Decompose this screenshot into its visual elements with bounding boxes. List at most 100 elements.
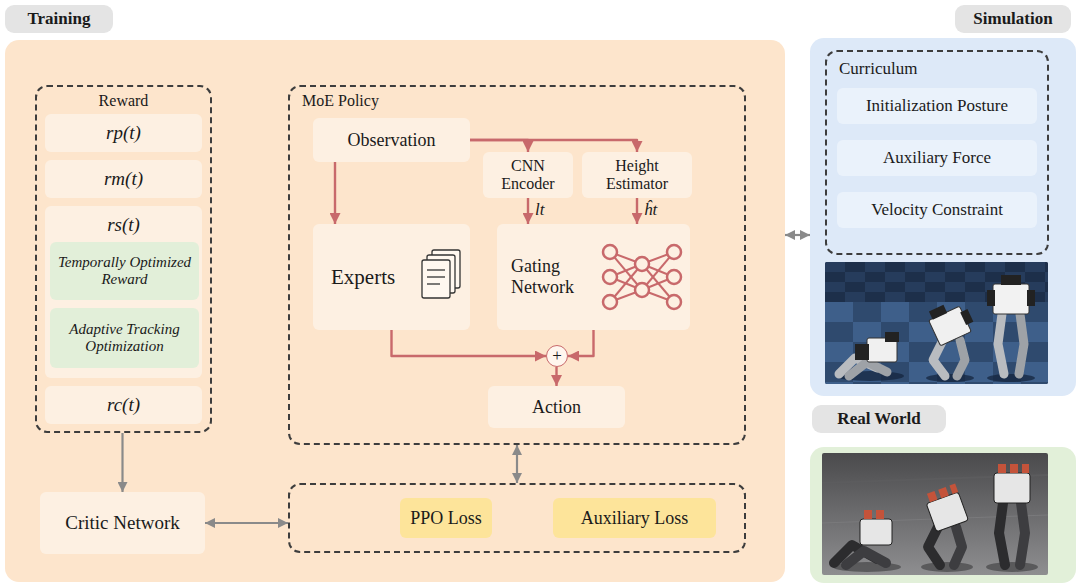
reward-term: rm(t) (45, 160, 202, 198)
simulation-render (929, 306, 972, 346)
real-robot-photo (876, 510, 884, 519)
group-title: Training (5, 5, 113, 33)
simulation-render (825, 262, 1048, 302)
connector-arrow (121, 433, 123, 492)
network-icon (667, 270, 681, 284)
simulation-render (933, 340, 945, 376)
network-icon (603, 245, 681, 309)
output-box: Action (488, 386, 625, 428)
network-icon (610, 290, 642, 302)
simulation-render (839, 358, 877, 374)
connector-arrow (392, 330, 547, 356)
real-robot-photo (860, 519, 892, 545)
reward-term: rc(t) (45, 386, 202, 424)
network-icon (610, 264, 642, 277)
simulation-render (998, 314, 1004, 374)
sum-node: + (546, 345, 568, 367)
real-world-panel: Real World (810, 447, 1076, 583)
real-robot-photo (822, 515, 1048, 523)
loss-box: Auxiliary Loss (553, 498, 716, 538)
connector-arrow (785, 234, 810, 236)
experts-icon (422, 250, 460, 298)
real-robot-photo (822, 453, 1048, 575)
simulation-render (960, 309, 973, 325)
real-robot-photo (994, 473, 1030, 503)
experts-icon (422, 260, 450, 298)
node-text: Observation (348, 130, 436, 151)
simulation-render (825, 262, 1048, 384)
real-robot-photo (822, 453, 1048, 575)
network-icon (603, 295, 617, 309)
reward-component: Adaptive Tracking Optimization (50, 308, 199, 368)
network-icon (635, 283, 649, 297)
real-robot-photo (1020, 503, 1025, 565)
experts-icon (427, 276, 445, 277)
network-icon (642, 264, 674, 302)
simulation-render (867, 338, 897, 362)
simulation-render (836, 371, 904, 381)
group-title: MoE Policy (302, 92, 379, 110)
real-robot-photo (833, 562, 901, 572)
loss-box: PPO Loss (400, 498, 492, 538)
simulation-render (957, 340, 965, 376)
reward-component: Temporally Optimized Reward (50, 242, 199, 300)
real-robot-photo (927, 491, 938, 502)
encoder-box: CNN Encoder (483, 152, 573, 198)
node-text: PPO Loss (410, 508, 482, 529)
simulation-render (855, 344, 869, 360)
experts-icon (432, 250, 460, 288)
simulation-render (885, 332, 899, 342)
simulation-render (825, 262, 1048, 384)
training-panel: TrainingRewardrp(t)rm(t)rs(t)Temporally … (5, 40, 785, 582)
node-text: Velocity Constraint (871, 200, 1003, 220)
network-icon (642, 264, 674, 277)
network-icon (642, 252, 674, 264)
real-robot-photo (1010, 464, 1018, 473)
connector-arrow (516, 445, 518, 483)
node-text: Gating Network (511, 256, 606, 297)
curriculum-item: Auxiliary Force (837, 140, 1037, 176)
connector-arrow (636, 198, 638, 224)
connector-arrow (334, 162, 336, 224)
real-robot-photo (923, 484, 968, 532)
network-icon (642, 277, 674, 290)
simulation-render (1019, 314, 1024, 374)
connector-arrow (568, 330, 594, 356)
network-icon (603, 245, 681, 309)
node-text: + (552, 346, 562, 366)
node-text: Critic Network (65, 512, 180, 534)
connector-arrow (527, 198, 529, 224)
node-text: Action (532, 397, 581, 418)
edge-label: ĥt (644, 200, 657, 220)
real-robot-photo (834, 545, 877, 563)
network-icon (642, 290, 674, 302)
simulation-render (849, 362, 887, 376)
input-box: Observation (313, 118, 470, 162)
group-title: Real World (812, 405, 946, 433)
real-robot-photo (949, 484, 958, 495)
network-icon (667, 295, 681, 309)
node-text: Adaptive Tracking Optimization (56, 321, 193, 356)
node-text: Height Estimator (588, 157, 686, 194)
connector-arrow (555, 367, 557, 386)
experts-icon (427, 283, 440, 284)
edge-label: lt (535, 200, 544, 220)
real-robot-photo (822, 475, 1048, 483)
simulation-render (929, 305, 947, 320)
real-robot-photo (846, 551, 886, 565)
node-text: rc(t) (107, 394, 140, 416)
simulation-render (987, 290, 995, 306)
group-title: Reward (37, 92, 210, 110)
gating-box: Gating Network (497, 224, 690, 330)
network-icon (610, 252, 642, 290)
group-title: Curriculum (839, 59, 917, 79)
experts-icon (427, 269, 445, 270)
network-icon (603, 245, 617, 259)
real-robot-photo (986, 562, 1038, 572)
connector-arrow (470, 140, 637, 152)
simulation-render (993, 284, 1029, 314)
real-robot-photo (928, 527, 940, 565)
node-text: Auxiliary Force (883, 148, 991, 168)
reward-term: rs(t)Temporally Optimized RewardAdaptive… (45, 206, 202, 378)
node-text: CNN Encoder (489, 157, 567, 194)
